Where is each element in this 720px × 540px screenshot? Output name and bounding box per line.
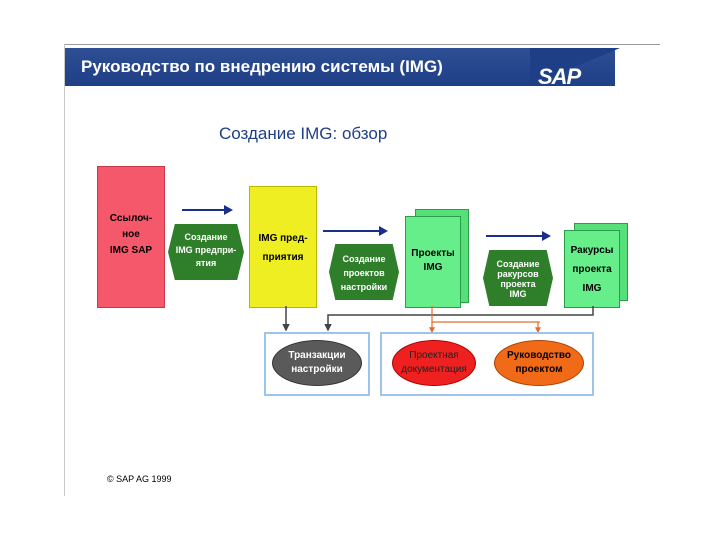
header-bar: Руководство по внедрению системы (IMG)	[65, 48, 615, 86]
step-line: настройки	[340, 282, 388, 292]
create-company-img-step: Создание IMG предпри- ятия	[168, 224, 244, 280]
documentation-line: документация	[401, 364, 467, 375]
company-img-line: приятия	[262, 252, 304, 263]
project-views-box: Ракурсы проекта IMG	[564, 230, 620, 308]
flow-arrow-line	[182, 209, 224, 211]
step-line: IMG предпри-	[175, 245, 237, 255]
ref-img-line: IMG SAP	[109, 245, 153, 256]
company-img-box: IMG пред- приятия	[249, 186, 317, 308]
management-node: Руководство проектом	[494, 340, 584, 386]
left-divider	[64, 44, 65, 496]
flow-arrow-line	[486, 235, 542, 237]
project-views-line: проекта	[572, 264, 612, 275]
ref-img-line: Ссылоч-	[109, 213, 153, 224]
company-img-line: IMG пред-	[258, 233, 308, 244]
step-line: Создание	[184, 232, 228, 242]
step-line: Создание	[342, 254, 386, 264]
step-line: ятия	[195, 258, 217, 268]
management-line: проектом	[515, 364, 563, 375]
copyright: © SAP AG 1999	[107, 474, 172, 484]
create-views-step: Создание ракурсов проекта IMG	[483, 250, 553, 306]
header-slant	[530, 48, 620, 86]
project-views-line: IMG	[582, 283, 602, 294]
step-line: проектов	[343, 268, 385, 278]
project-views-line: Ракурсы	[570, 245, 614, 256]
projects-img-line: IMG	[423, 262, 443, 273]
step-line: проекта	[500, 279, 536, 289]
diagram-title: Создание IMG: обзор	[219, 124, 388, 143]
create-projects-step: Создание проектов настройки	[329, 244, 399, 300]
header-title: Руководство по внедрению системы (IMG)	[81, 57, 443, 76]
step-line: ракурсов	[497, 269, 539, 279]
transactions-node: Транзакции настройки	[272, 340, 362, 386]
management-line: Руководство	[506, 350, 571, 361]
flow-arrow-head	[379, 226, 388, 236]
top-divider	[64, 44, 660, 45]
sap-logo: SAP	[538, 64, 581, 89]
ref-img-box: Ссылоч- ное IMG SAP	[97, 166, 165, 308]
projects-img-box: Проекты IMG	[405, 216, 461, 308]
step-line: IMG	[509, 289, 527, 299]
transactions-line: настройки	[291, 364, 343, 375]
projects-img-line: Проекты	[411, 248, 455, 259]
flow-arrow-head	[542, 231, 551, 241]
transactions-line: Транзакции	[288, 350, 346, 361]
documentation-line: Проектная	[409, 350, 459, 361]
step-line: Создание	[496, 259, 540, 269]
flow-arrow-head	[224, 205, 233, 215]
flow-arrow-line	[323, 230, 379, 232]
documentation-node: Проектная документация	[392, 340, 476, 386]
ref-img-line: ное	[122, 229, 140, 240]
